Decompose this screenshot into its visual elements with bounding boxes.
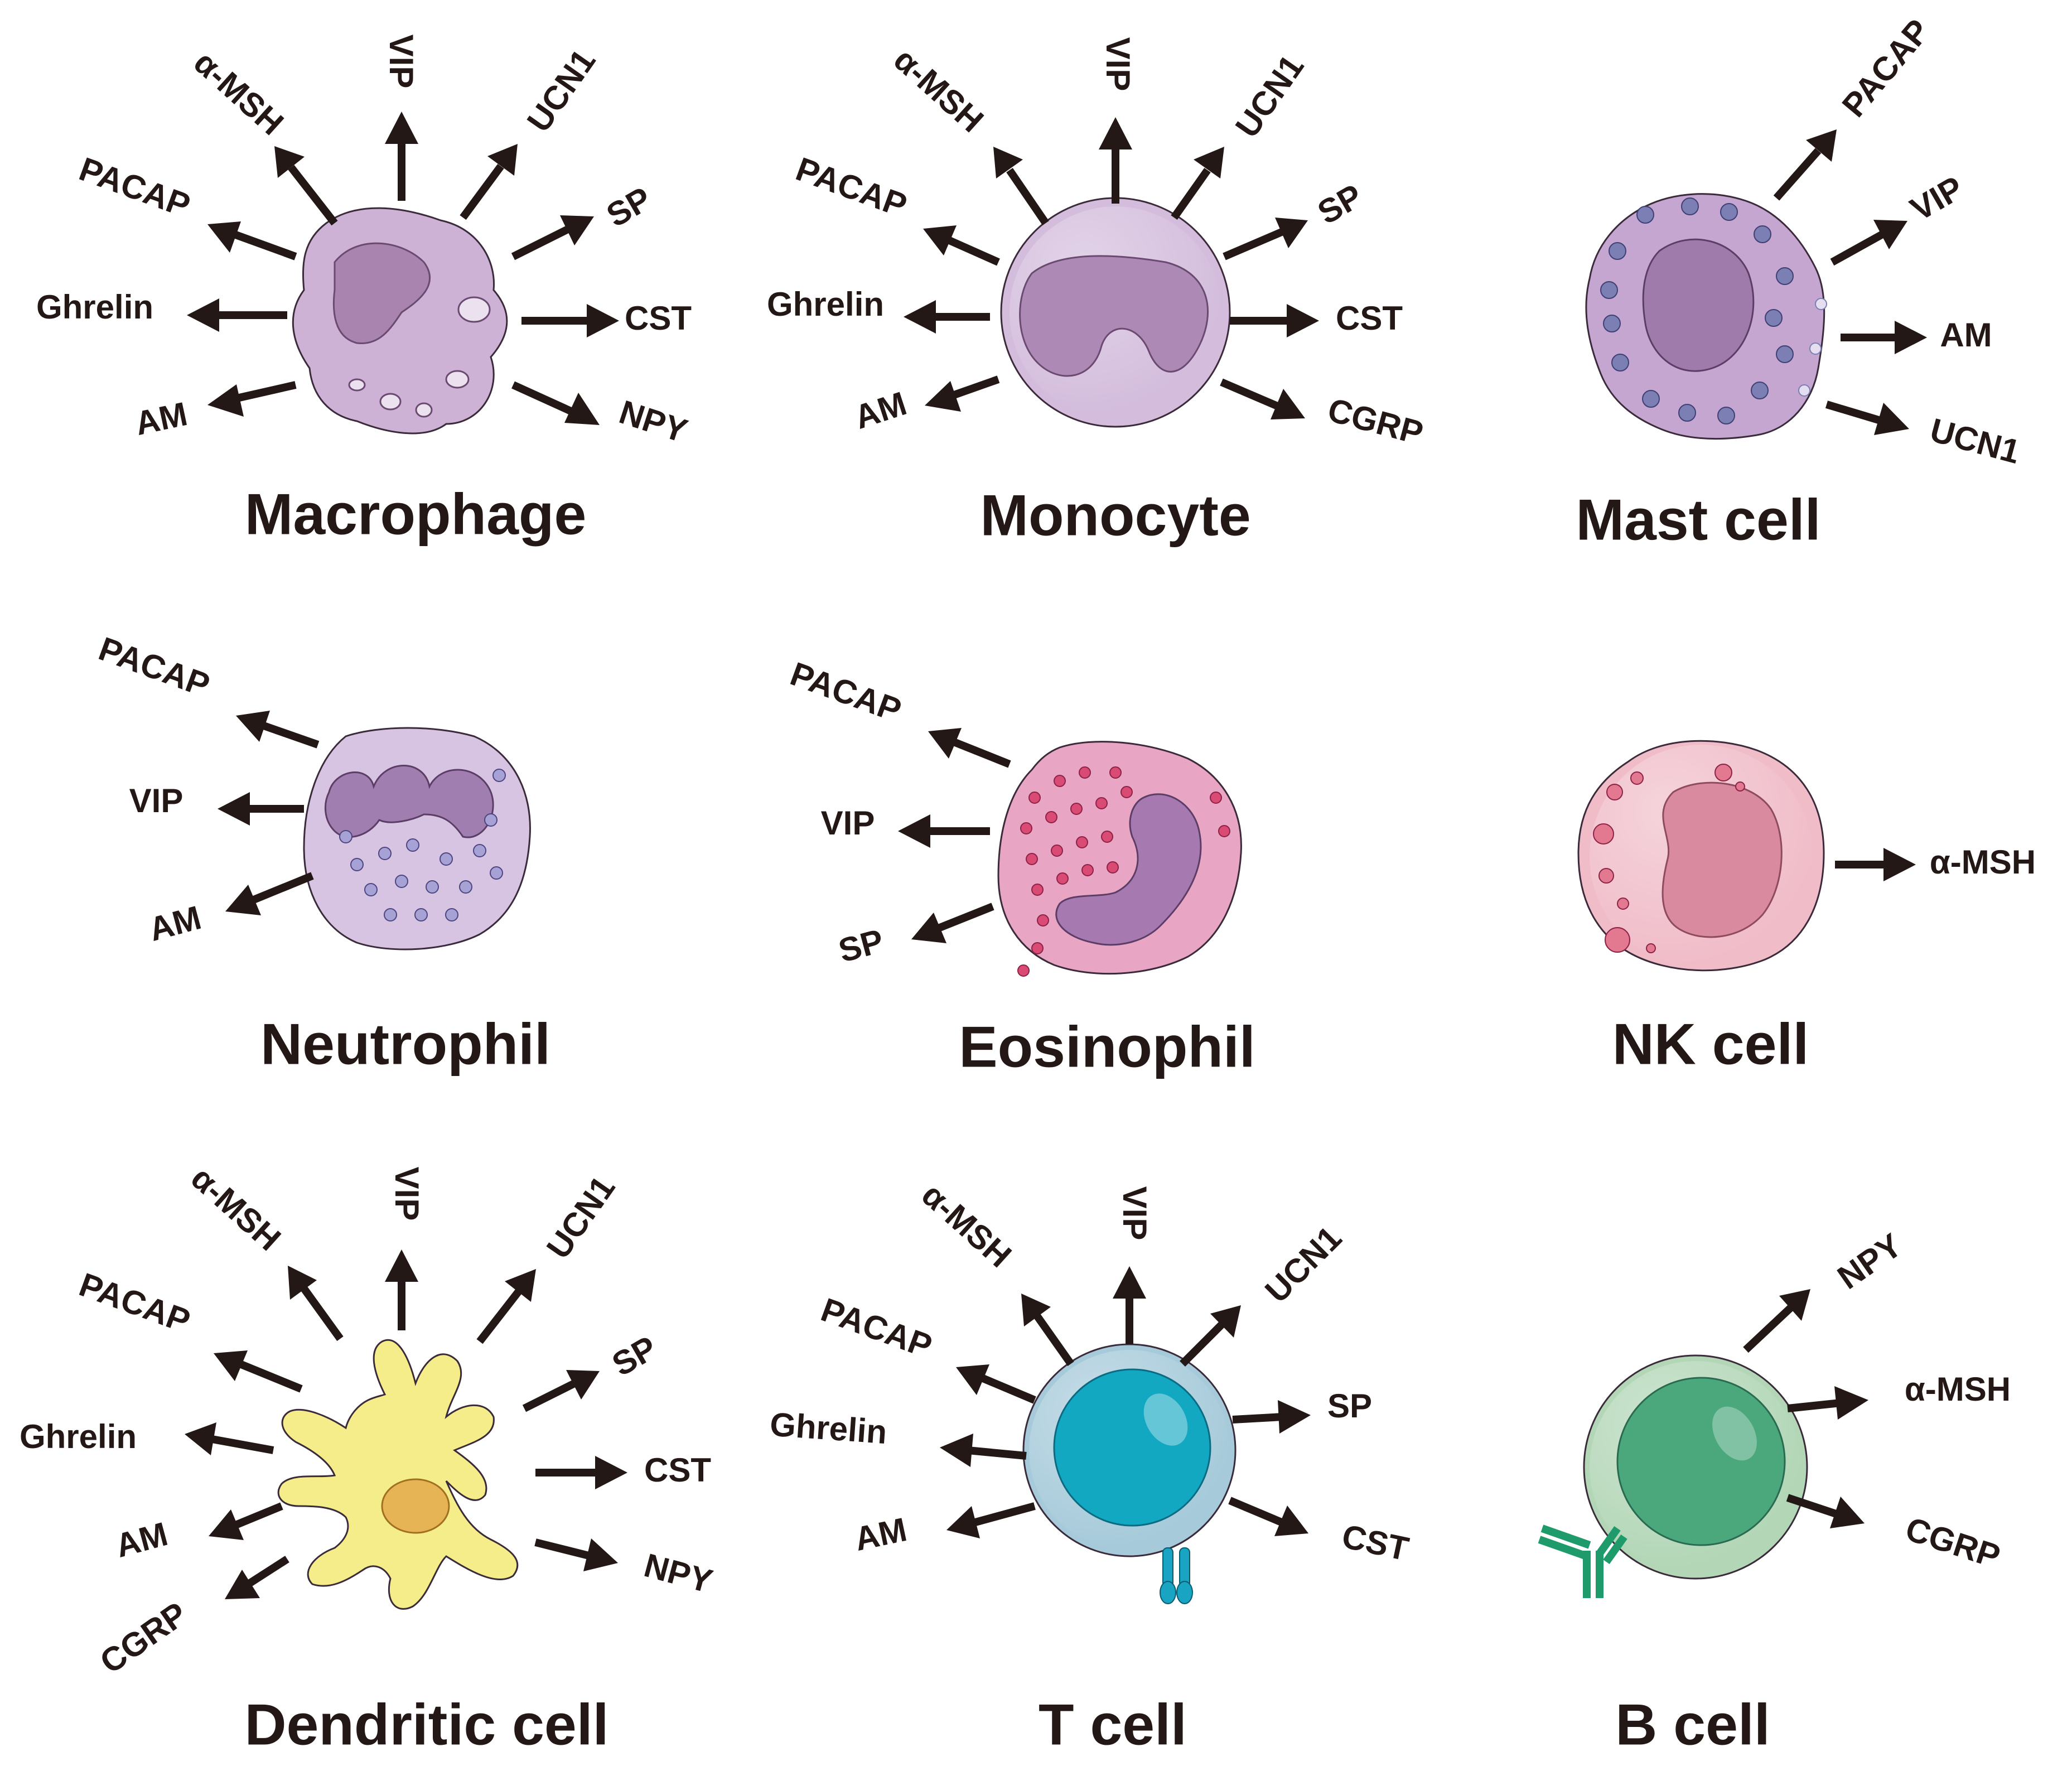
dendritic-cell-label-cst: CST: [644, 1451, 711, 1489]
b-cell-cell: [1538, 1354, 1808, 1598]
monocyte-label-am: AM: [850, 384, 911, 436]
macrophage-arrows: [187, 112, 619, 425]
macrophage-label-sp: SP: [600, 180, 658, 234]
t-cell-label-cst: CST: [1339, 1517, 1412, 1567]
t-cell-cell: [1022, 1343, 1237, 1604]
dendritic-cell-cell: [277, 1339, 519, 1610]
b-cell-label-cgrp: CGRP: [1901, 1510, 2005, 1575]
t-cell-label-vip: VIP: [1116, 1186, 1153, 1241]
eosinophil-label-vip: VIP: [821, 804, 875, 842]
neutrophil-labels: PACAP VIP AM: [94, 630, 215, 948]
dendritic-cell-label-ghrelin: Ghrelin: [20, 1418, 137, 1455]
nk-cell-cell: [1577, 740, 1825, 972]
monocyte-label-sp: SP: [1311, 177, 1369, 231]
dendritic-cell-label-a-msh: α-MSH: [184, 1159, 288, 1258]
cell-group-b-cell: NPY α-MSH CGRP B cell: [1538, 1226, 2011, 1757]
t-cell-label-ghrelin: Ghrelin: [769, 1406, 888, 1451]
eosinophil-arrows: [898, 728, 1011, 943]
b-cell-caption: B cell: [1615, 1692, 1770, 1757]
dendritic-cell-label-npy: NPY: [640, 1546, 717, 1600]
macrophage-cell: [292, 207, 508, 435]
dendritic-cell-label-vip: VIP: [388, 1167, 426, 1221]
mast-cell-label-vip: VIP: [1904, 169, 1969, 228]
cell-group-eosinophil: PACAP VIP SP Eosinophil: [786, 655, 1255, 1079]
neutrophil-label-pacap: PACAP: [94, 630, 215, 704]
b-cell-antibody: [1538, 1524, 1627, 1598]
mast-cell-label-pacap: PACAP: [1835, 12, 1937, 124]
monocyte-label-vip: VIP: [1099, 37, 1137, 91]
t-cell-receptor: [1160, 1547, 1193, 1604]
macrophage-label-cst: CST: [625, 300, 692, 337]
dendritic-cell-caption: Dendritic cell: [244, 1692, 608, 1757]
cell-group-monocyte: α-MSH VIP UCN1 PACAP SP Ghrelin CST AM C…: [767, 37, 1427, 548]
t-cell-caption: T cell: [1039, 1692, 1187, 1757]
monocyte-label-cgrp: CGRP: [1324, 391, 1427, 452]
neutrophil-granules: [339, 769, 506, 921]
eosinophil-cell: [997, 741, 1242, 977]
monocyte-caption: Monocyte: [980, 483, 1250, 548]
neutrophil-caption: Neutrophil: [260, 1012, 550, 1077]
dendritic-cell-arrows: [185, 1249, 627, 1599]
monocyte-arrows: [904, 117, 1319, 419]
dendritic-cell-label-ucn1: UCN1: [539, 1169, 622, 1265]
t-cell-label-am: AM: [851, 1511, 910, 1558]
eosinophil-caption: Eosinophil: [959, 1015, 1255, 1079]
macrophage-label-am: AM: [132, 395, 190, 442]
mast-cell-granules: [1600, 197, 1827, 424]
macrophage-label-npy: NPY: [615, 393, 692, 450]
neutrophil-label-am: AM: [145, 899, 205, 948]
dendritic-cell-label-cgrp: CGRP: [93, 1595, 194, 1681]
macrophage-caption: Macrophage: [245, 482, 587, 547]
mast-cell-caption: Mast cell: [1576, 488, 1820, 552]
nk-cell-labels: α-MSH: [1930, 843, 2036, 881]
dendritic-cell-label-am: AM: [112, 1515, 171, 1565]
monocyte-label-a-msh: α-MSH: [887, 41, 991, 139]
neutrophil-label-vip: VIP: [129, 782, 183, 819]
mast-cell-label-ucn1: UCN1: [1926, 411, 2024, 471]
nk-cell-label-a-msh: α-MSH: [1930, 843, 2036, 881]
monocyte-label-ucn1: UCN1: [1228, 48, 1311, 144]
b-cell-arrows: [1743, 1289, 1868, 1528]
macrophage-label-a-msh: α-MSH: [187, 44, 291, 142]
macrophage-label-ucn1: UCN1: [520, 42, 603, 138]
monocyte-label-cst: CST: [1336, 300, 1403, 337]
eosinophil-granules: [1017, 766, 1230, 977]
neutrophil-cell: [303, 727, 531, 950]
monocyte-label-pacap: PACAP: [791, 150, 912, 224]
t-cell-label-a-msh: α-MSH: [915, 1176, 1018, 1275]
mast-cell-cell: [1585, 193, 1827, 440]
t-cell-label-pacap: PACAP: [817, 1291, 937, 1365]
b-cell-label-a-msh: α-MSH: [1905, 1371, 2011, 1408]
t-cell-arrows: [940, 1266, 1311, 1538]
b-cell-label-npy: NPY: [1831, 1226, 1909, 1296]
eosinophil-label-pacap: PACAP: [786, 655, 906, 729]
cell-group-t-cell: α-MSH VIP UCN1 PACAP SP Ghrelin CST AM T…: [769, 1176, 1412, 1757]
neutrophil-arrows: [218, 711, 320, 915]
eosinophil-label-sp: SP: [834, 922, 887, 969]
cell-group-mast-cell: PACAP VIP AM UCN1 Mast cell: [1576, 12, 2023, 553]
nk-cell-caption: NK cell: [1612, 1012, 1809, 1077]
macrophage-label-ghrelin: Ghrelin: [36, 288, 153, 326]
mast-cell-arrows: [1773, 129, 1927, 435]
cell-group-macrophage: α-MSH VIP UCN1 PACAP SP Ghrelin CST AM N…: [36, 35, 692, 547]
nk-cell-arrows: [1835, 848, 1916, 881]
macrophage-label-vip: VIP: [383, 35, 420, 89]
monocyte-cell: [1000, 197, 1231, 428]
monocyte-label-ghrelin: Ghrelin: [767, 286, 884, 323]
mast-cell-label-am: AM: [1940, 316, 1992, 354]
t-cell-label-ucn1: UCN1: [1258, 1219, 1349, 1310]
dendritic-cell-label-pacap: PACAP: [75, 1266, 195, 1340]
dendritic-cell-label-sp: SP: [606, 1329, 663, 1383]
cell-group-dendritic-cell: α-MSH VIP UCN1 PACAP SP Ghrelin CST AM N…: [20, 1159, 716, 1757]
t-cell-label-sp: SP: [1327, 1387, 1372, 1425]
cell-group-neutrophil: PACAP VIP AM Neutrophil: [94, 630, 550, 1077]
macrophage-label-pacap: PACAP: [75, 150, 195, 224]
cell-group-nk-cell: α-MSH NK cell: [1577, 740, 2036, 1077]
eosinophil-labels: PACAP VIP SP: [786, 655, 906, 969]
